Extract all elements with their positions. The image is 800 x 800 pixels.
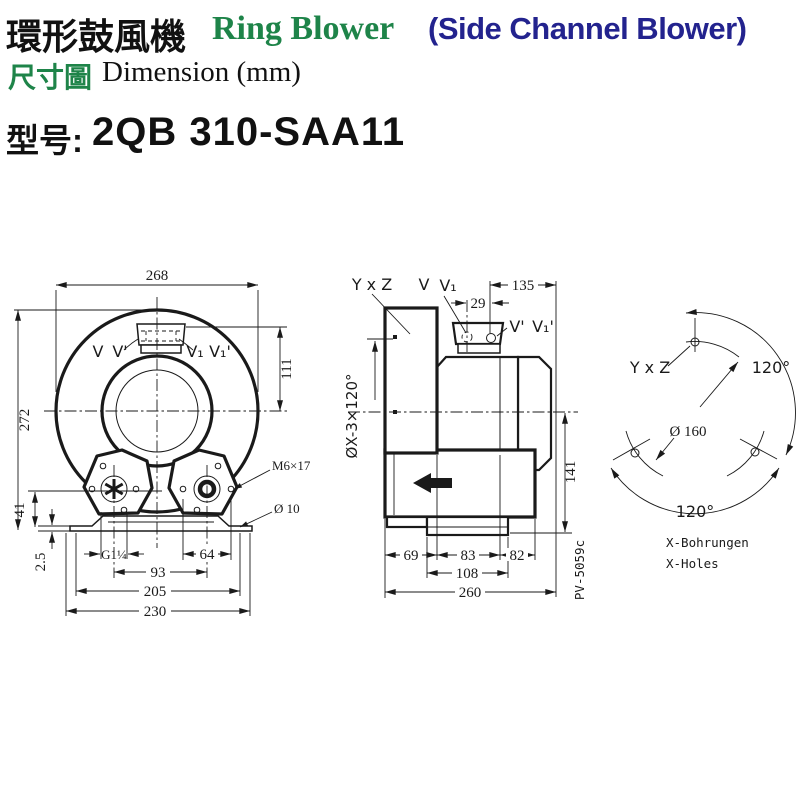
note-x-holes: X-Holes xyxy=(666,556,719,571)
side-label-v1: V₁ xyxy=(439,276,456,295)
port-centerlines xyxy=(113,465,208,578)
front-view: V V' V₁ V₁' 268 272 111 41 2.5 xyxy=(12,268,311,620)
foot-holes xyxy=(88,462,235,514)
title-chinese: 環形鼓風機 xyxy=(6,16,187,57)
title-subtitle: (Side Channel Blower) xyxy=(428,11,747,46)
dim-83: 83 xyxy=(461,548,476,564)
d10-leader xyxy=(239,511,273,528)
dim-41: 41 xyxy=(12,503,28,518)
top-port xyxy=(136,323,186,346)
inlet-flange xyxy=(383,306,439,455)
bolt-hole-right xyxy=(750,447,760,457)
dim-g114: G1¼ xyxy=(101,547,127,562)
dim-272: 272 xyxy=(17,409,33,432)
model-number: 2QB 310-SAA11 xyxy=(92,110,406,154)
angle-bottom: 120° xyxy=(676,502,715,521)
bolt-yxz-leader xyxy=(667,345,691,367)
upper-housing xyxy=(435,355,520,452)
bolt-arc-top xyxy=(685,341,740,358)
yxz-leader xyxy=(371,293,411,335)
foot-pad xyxy=(425,515,510,537)
v-leader xyxy=(443,295,467,334)
flange-hole-mark-top xyxy=(393,335,397,339)
port-label-v1: V₁ xyxy=(186,342,203,361)
dimension-label-english: Dimension (mm) xyxy=(102,56,301,88)
ext-bottom xyxy=(384,455,536,598)
port-label-leaders xyxy=(123,338,194,351)
bolt-circle-view: Ø 160 Y x Z 120° 120° X-Bohrungen X-Hole… xyxy=(610,309,796,571)
dim-29: 29 xyxy=(471,296,486,312)
side-port-hole xyxy=(486,333,496,343)
label-flange-holes: ØX-3×120° xyxy=(343,374,361,459)
angle-top: 120° xyxy=(752,358,791,377)
port-label-v1p: V₁' xyxy=(209,342,231,361)
ext-230 xyxy=(65,533,251,616)
arc-120-bottom xyxy=(610,467,780,515)
ext-64 xyxy=(182,499,232,560)
m6-leader xyxy=(233,469,271,490)
note-x-bohrungen: X-Bohrungen xyxy=(666,535,749,550)
left-pad xyxy=(385,515,429,529)
model-label: 型号: xyxy=(6,122,83,159)
dia160-arrow-ll xyxy=(655,437,675,461)
bolt-arc-right xyxy=(726,430,765,477)
bolt-hole-left xyxy=(630,448,640,458)
dim-69: 69 xyxy=(404,548,419,564)
dim-141: 141 xyxy=(563,461,579,484)
vp-leader xyxy=(496,327,508,337)
bolt-arc-left xyxy=(625,430,664,477)
side-label-yxz: Y x Z xyxy=(351,275,392,294)
dim-93: 93 xyxy=(151,565,166,581)
side-label-v1p: V₁' xyxy=(532,317,554,336)
dim-111: 111 xyxy=(279,358,295,379)
dim-260: 260 xyxy=(459,585,482,601)
ext-205 xyxy=(75,533,241,596)
top-port-band xyxy=(140,344,182,354)
arc-120-top xyxy=(685,309,796,456)
ext-268 xyxy=(55,290,259,392)
dia160-arrow-ur xyxy=(699,361,739,408)
left-foot xyxy=(82,448,154,516)
dim-64: 64 xyxy=(200,547,216,563)
ext-272 xyxy=(14,309,150,532)
dim-230: 230 xyxy=(144,604,167,620)
dim-82: 82 xyxy=(510,548,525,564)
dim-268: 268 xyxy=(146,268,169,284)
bolt-label-yxz: Y x Z xyxy=(629,358,670,377)
dim-205: 205 xyxy=(144,584,167,600)
base-plate xyxy=(69,515,253,532)
label-m6x17: M6×17 xyxy=(272,458,311,473)
dim-135: 135 xyxy=(512,278,535,294)
port-label-v: V xyxy=(93,342,104,361)
title-english: Ring Blower xyxy=(212,10,395,47)
side-label-v: V xyxy=(419,275,430,294)
dim-2-5: 2.5 xyxy=(33,553,49,572)
side-label-vp: V' xyxy=(509,317,524,336)
label-dia10: Ø 10 xyxy=(274,501,300,516)
port-label-vp: V' xyxy=(112,342,127,361)
scroll-housing xyxy=(383,448,537,519)
side-port-band xyxy=(457,343,501,354)
bolt-hole-top xyxy=(690,337,700,347)
flow-arrow-icon xyxy=(413,473,452,493)
doc-code: PV-5059c xyxy=(572,540,587,600)
side-view: Y x Z V V₁ V' V₁' 29 135 ØX-3×120° xyxy=(343,275,587,601)
dim-160: Ø 160 xyxy=(669,424,706,440)
side-port xyxy=(451,321,505,346)
ext-g114 xyxy=(100,512,128,559)
dim-108: 108 xyxy=(456,566,479,582)
dimension-label-chinese: 尺寸圖 xyxy=(8,62,93,93)
